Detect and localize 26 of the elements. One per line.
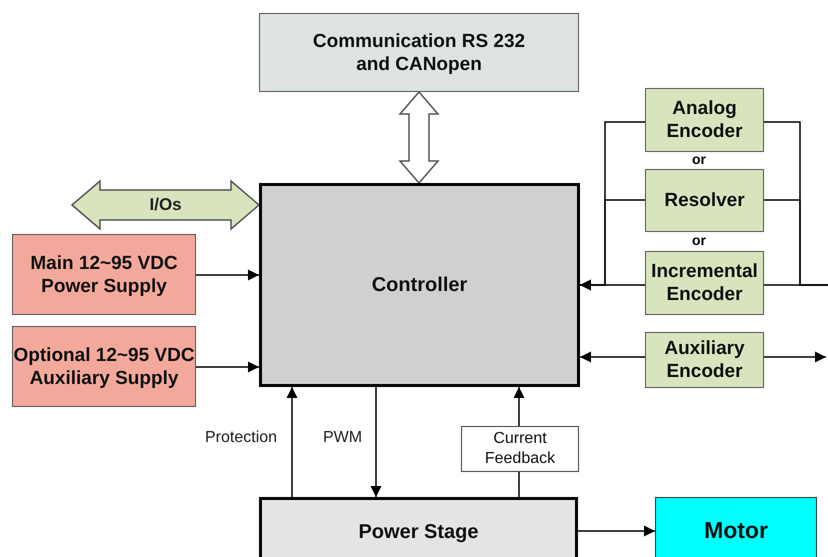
arrow (580, 280, 645, 290)
connector-word: or (692, 151, 706, 167)
encoder-box: Incremental Encoder (645, 251, 764, 315)
connector-line (518, 472, 520, 497)
encoder-box: Auxiliary Encoder (645, 332, 764, 388)
connector-word: or (692, 232, 706, 248)
power-stage-box: Power Stage (259, 497, 578, 557)
communication-box: Communication RS 232 and CANopen (259, 13, 579, 92)
arrow (196, 362, 259, 372)
arrow (514, 387, 524, 426)
power-supply-box: Main 12~95 VDC Power Supply (12, 234, 196, 315)
controller-box: Controller (259, 183, 580, 387)
arrow (580, 352, 645, 362)
double-arrow (70, 179, 260, 231)
arrow (578, 526, 655, 536)
feedback-box: Current Feedback (461, 426, 579, 472)
encoder-box: Analog Encoder (645, 88, 764, 152)
arrow (196, 270, 259, 280)
motor-box: Motor (655, 497, 817, 557)
connector-line (764, 284, 828, 286)
power-supply-box: Optional 12~95 VDC Auxiliary Supply (12, 326, 196, 407)
arrow (764, 352, 826, 362)
double-arrow (398, 90, 440, 184)
encoder-box: Resolver (645, 169, 764, 232)
arrow (370, 387, 382, 497)
arrow (286, 387, 298, 497)
